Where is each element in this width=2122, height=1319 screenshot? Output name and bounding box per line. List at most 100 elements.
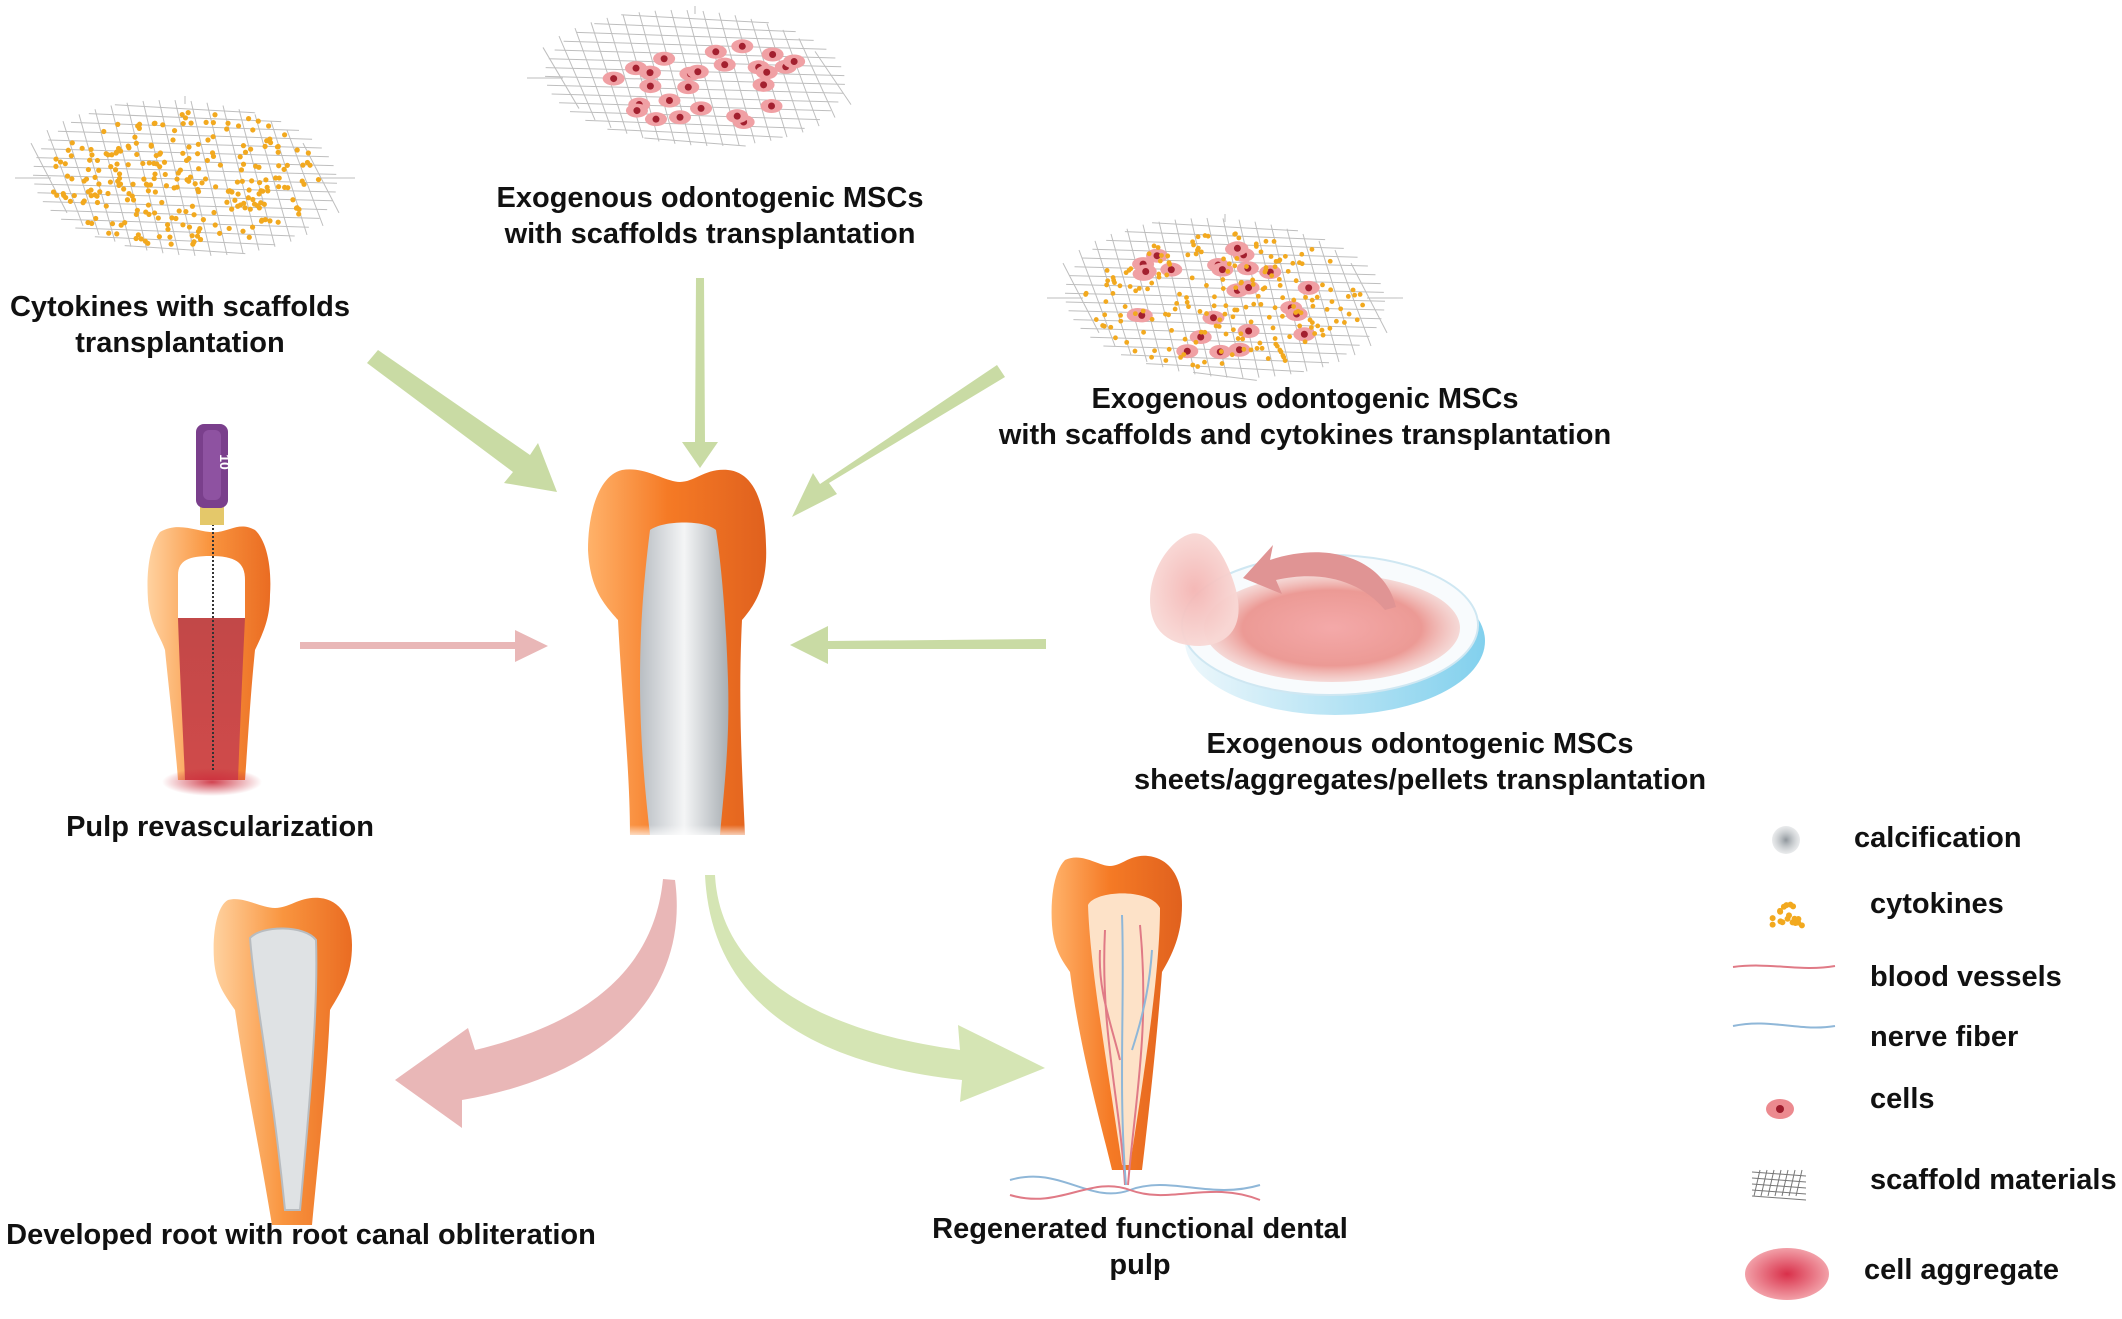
cytokine-dot — [282, 132, 288, 138]
cell-nucleus — [646, 69, 654, 77]
scaffold-fiber — [1142, 224, 1180, 372]
cytokine-dot — [1105, 278, 1111, 284]
cytokine-dot — [211, 209, 217, 216]
cytokine-dot — [1202, 329, 1208, 335]
cytokine-dot — [1243, 304, 1249, 310]
arrow-to-regeneration — [705, 875, 1045, 1102]
cytokine-dot — [106, 230, 112, 236]
cytokine-dot — [1309, 246, 1315, 252]
scaffold-fiber — [621, 14, 769, 24]
cytokine-dot — [83, 176, 90, 182]
cytokine-dot — [1254, 345, 1260, 351]
cytokine-dot — [143, 209, 149, 215]
cytokine-dot — [1357, 292, 1363, 297]
cell-nucleus — [652, 115, 660, 123]
cytokine-dot — [189, 233, 195, 239]
cytokine-dot — [267, 140, 274, 146]
cytokine-dot — [1218, 349, 1224, 354]
cytokine-dot — [54, 192, 60, 198]
cell-nucleus — [676, 113, 684, 121]
cytokine-dot — [141, 176, 147, 182]
cytokine-dot — [89, 220, 95, 226]
cytokine-dot — [164, 222, 171, 228]
cytokine-dot — [79, 145, 85, 151]
scaffold-fiber — [1751, 1171, 1807, 1177]
cytokine-dot — [1309, 325, 1314, 330]
cytokine-dot — [264, 138, 270, 144]
cell-nucleus — [694, 68, 702, 76]
cytokine-dot — [1779, 919, 1786, 926]
cytokine-dot — [1274, 343, 1280, 349]
cytokine-dot — [1166, 312, 1171, 318]
cell-nucleus — [769, 51, 777, 59]
cytokine-dot — [196, 166, 202, 172]
cytokine-dot — [1790, 903, 1797, 910]
cytokine-dot — [267, 218, 273, 224]
scaffold-fiber — [238, 109, 276, 247]
label-developed-root: Developed root with root canal obliterat… — [0, 1217, 602, 1253]
cytokine-dot — [234, 179, 241, 185]
cytokine-dot — [1312, 331, 1318, 336]
cytokine-dot — [1299, 251, 1305, 257]
cytokine-dot — [1177, 291, 1182, 297]
label-line: Exogenous odontogenic MSCs — [496, 182, 924, 214]
cytokine-dot — [197, 236, 204, 243]
cell-nucleus — [733, 112, 741, 120]
scaffold-fiber — [1094, 240, 1132, 356]
cytokine-dot — [1182, 336, 1188, 342]
label-line: sheets/aggregates/pellets transplantatio… — [1133, 764, 1707, 796]
scaffold-fiber — [798, 38, 836, 118]
cytokine-dot — [1211, 303, 1217, 309]
cytokine-dot — [275, 219, 281, 225]
legend-nerve-fiber: nerve fiber — [1870, 1021, 2019, 1053]
cytokine-dot — [1278, 349, 1284, 355]
cytokine-dot — [1165, 253, 1171, 259]
cytokine-dot — [152, 189, 158, 195]
cytokine-dot — [115, 121, 121, 127]
cytokine-dot — [1269, 273, 1275, 279]
cytokine-dot — [282, 184, 288, 190]
scaffold-fiber — [734, 15, 772, 141]
cytokine-dot — [239, 178, 245, 184]
cytokine-dot — [1159, 253, 1164, 258]
cytokine-dot — [1303, 294, 1308, 300]
legend-blood-vessels: blood vessels — [1870, 961, 2062, 993]
cell-nucleus — [646, 82, 654, 90]
cell-nucleus — [768, 102, 776, 110]
cytokine-dot — [281, 166, 287, 172]
scaffold-fiber — [1334, 249, 1372, 347]
cytokine-dot — [1149, 354, 1154, 360]
cytokine-dot — [167, 234, 173, 240]
scaffold-fiber — [766, 23, 804, 133]
cytokine-dot — [1315, 323, 1321, 329]
scaffold-fiber — [551, 93, 839, 103]
scaffold-fiber — [286, 129, 324, 227]
cytokine-dot — [177, 167, 184, 173]
cytokine-dot — [1345, 294, 1351, 299]
cell-nucleus — [633, 107, 641, 115]
cytokine-dot — [1193, 339, 1199, 345]
cytokine-dot — [264, 184, 270, 190]
scaffold-fiber — [114, 104, 256, 114]
cytokine-dot — [237, 154, 243, 160]
cytokine-dot — [176, 208, 182, 214]
cytokine-dot — [171, 127, 178, 134]
cytokine-dot — [250, 127, 256, 133]
cytokine-dot — [1103, 299, 1109, 305]
arrow-sheets-to-tooth — [790, 626, 1046, 664]
cytokine-dot — [275, 184, 282, 190]
label-msc-scaffolds-cytokines: Exogenous odontogenic MSCs with scaffold… — [970, 381, 1640, 453]
cytokine-dot — [1277, 257, 1283, 263]
cytokine-dot — [170, 137, 176, 143]
cytokine-dot — [1299, 261, 1305, 267]
cytokine-dot — [1184, 295, 1189, 300]
cytokine-dot — [1309, 297, 1315, 303]
cytokine-dot — [209, 150, 216, 156]
cytokine-dot — [1230, 327, 1236, 333]
cytokine-dot — [224, 199, 230, 205]
cytokine-dot — [240, 161, 247, 167]
cytokine-dot — [133, 140, 139, 146]
cytokine-dot — [151, 175, 157, 182]
cytokine-dot — [1093, 317, 1099, 322]
